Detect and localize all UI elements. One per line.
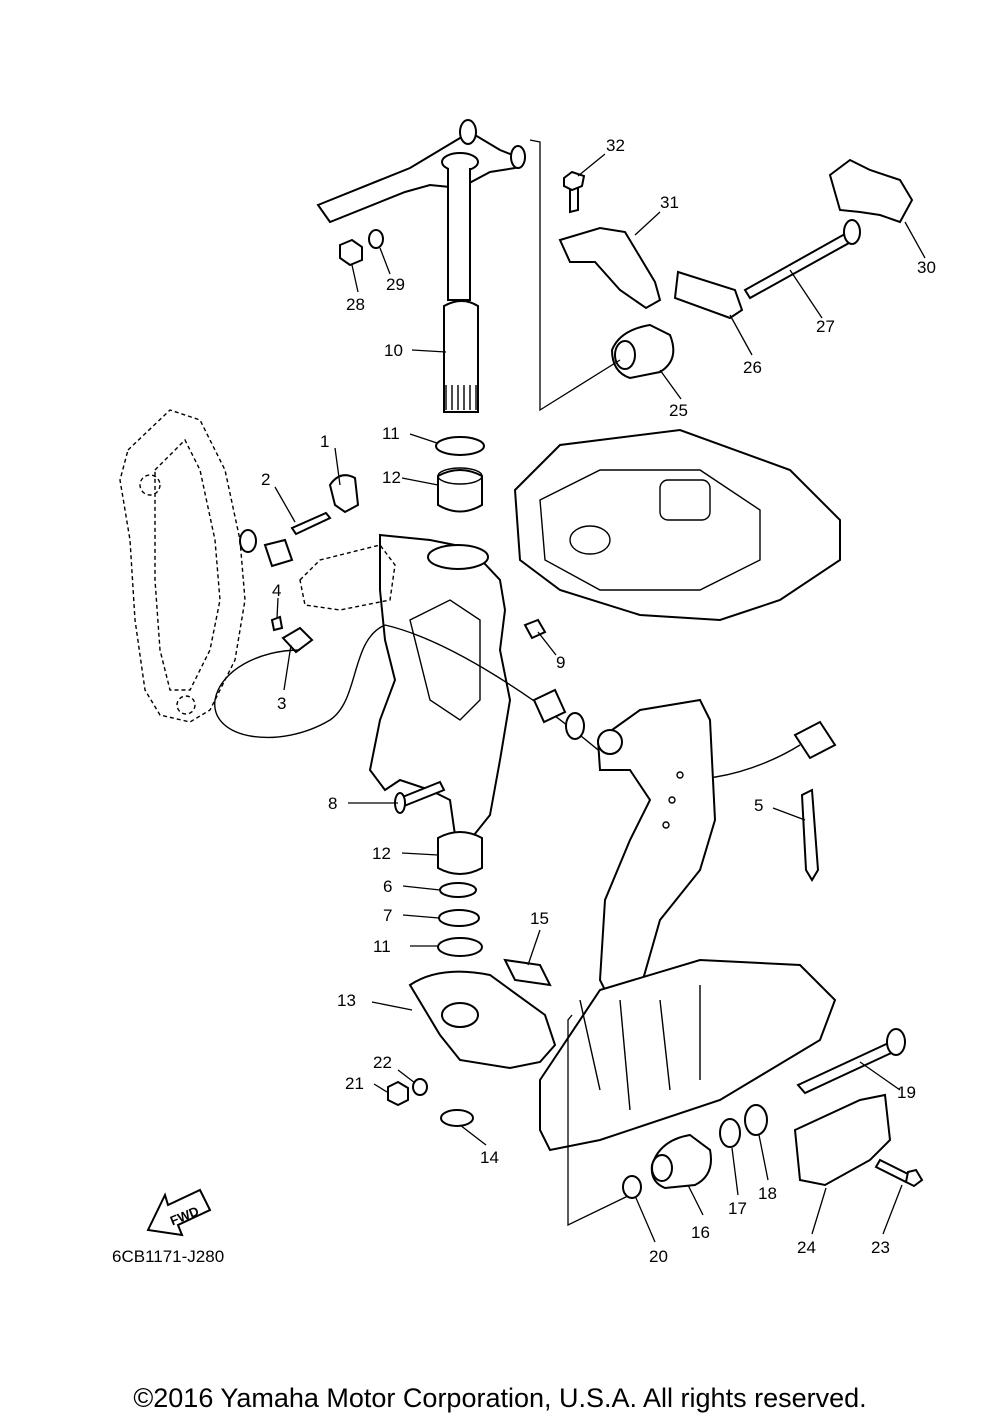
callout-31: 31 xyxy=(660,193,679,212)
callout-8: 8 xyxy=(328,794,337,813)
leader-upper xyxy=(529,139,621,412)
cover-30 xyxy=(828,158,914,224)
clamp-bracket-right xyxy=(596,698,717,1002)
washer-7 xyxy=(438,909,480,927)
callout-16: 16 xyxy=(691,1223,710,1242)
callout-4: 4 xyxy=(272,581,281,600)
leader-lines xyxy=(274,153,926,1243)
cap-15 xyxy=(503,958,552,987)
upper-mount-base xyxy=(513,428,841,622)
washer-17 xyxy=(719,1118,741,1148)
callout-5: 5 xyxy=(754,796,763,815)
washer-20 xyxy=(622,1175,642,1199)
callout-10: 10 xyxy=(384,341,403,360)
callout-13: 13 xyxy=(337,991,356,1010)
callout-20: 20 xyxy=(649,1247,668,1266)
bolt-23 xyxy=(874,1158,912,1184)
washer-18 xyxy=(744,1104,768,1136)
copyright-notice: ©2016 Yamaha Motor Corporation, U.S.A. A… xyxy=(133,1383,867,1413)
bracket-24 xyxy=(793,1093,892,1187)
terminal-3 xyxy=(281,626,314,654)
nut-21 xyxy=(387,1080,409,1107)
washer-29 xyxy=(368,229,384,249)
callout-1: 1 xyxy=(320,432,329,451)
washer-left xyxy=(239,529,257,553)
callout-14: 14 xyxy=(480,1148,499,1167)
callout-2: 2 xyxy=(261,470,270,489)
nut-28 xyxy=(339,238,363,267)
steering-arm xyxy=(316,119,526,224)
callout-22: 22 xyxy=(373,1053,392,1072)
washer-22 xyxy=(412,1078,428,1096)
bracket-31 xyxy=(558,226,662,310)
callout-17: 17 xyxy=(728,1199,747,1218)
callout-6: 6 xyxy=(383,877,392,896)
callout-9: 9 xyxy=(556,653,565,672)
callout-23: 23 xyxy=(871,1238,890,1257)
callout-19: 19 xyxy=(897,1083,916,1102)
washer-11-upper xyxy=(435,436,485,456)
callout-labels: 1 2 3 4 5 6 7 8 9 10 11 11 12 12 13 14 1… xyxy=(261,136,936,1266)
bushing-12-upper xyxy=(437,469,483,513)
swivel-bracket xyxy=(368,533,512,842)
lower-bracket-13 xyxy=(408,970,557,1070)
lower-casing xyxy=(539,958,837,1152)
bolt-2 xyxy=(290,511,332,536)
o-ring-6 xyxy=(439,882,477,898)
circlip-14 xyxy=(440,1109,474,1127)
callout-12-upper: 12 xyxy=(382,468,401,487)
clamp-bracket-left xyxy=(119,409,246,723)
callout-11-upper: 11 xyxy=(382,424,400,443)
callout-25: 25 xyxy=(669,401,688,420)
plug-mid xyxy=(532,688,567,724)
callout-26: 26 xyxy=(743,358,762,377)
callout-18: 18 xyxy=(758,1184,777,1203)
callout-11-lower: 11 xyxy=(373,937,391,956)
clamp-1 xyxy=(328,474,360,514)
ground-lead-3 xyxy=(214,624,386,739)
callout-30: 30 xyxy=(917,258,936,277)
bolt-19 xyxy=(796,1038,904,1095)
screw-4 xyxy=(270,615,284,632)
cable-tie-5 xyxy=(800,788,820,882)
bushing-left xyxy=(263,538,294,568)
plate-26 xyxy=(673,270,744,320)
clamp-holder xyxy=(299,544,396,611)
callout-27: 27 xyxy=(816,317,835,336)
callout-12-lower: 12 xyxy=(372,844,391,863)
callout-32: 32 xyxy=(606,136,625,155)
callout-28: 28 xyxy=(346,295,365,314)
grommet-9 xyxy=(523,618,547,640)
washer-11-lower xyxy=(437,937,483,957)
leader-lower xyxy=(567,1014,631,1227)
callout-29: 29 xyxy=(386,275,405,294)
connector-plug xyxy=(793,720,837,760)
drawing-code: 6CB1171-J280 xyxy=(112,1247,225,1266)
steering-shaft xyxy=(443,168,479,413)
callout-15: 15 xyxy=(530,909,549,928)
callout-3: 3 xyxy=(277,694,286,713)
bushing-12-lower xyxy=(437,831,483,875)
callout-7: 7 xyxy=(383,906,392,925)
callout-24: 24 xyxy=(797,1238,816,1257)
fwd-arrow: FWD xyxy=(146,1188,212,1237)
callout-21: 21 xyxy=(345,1074,364,1093)
washer-mid xyxy=(565,712,585,740)
